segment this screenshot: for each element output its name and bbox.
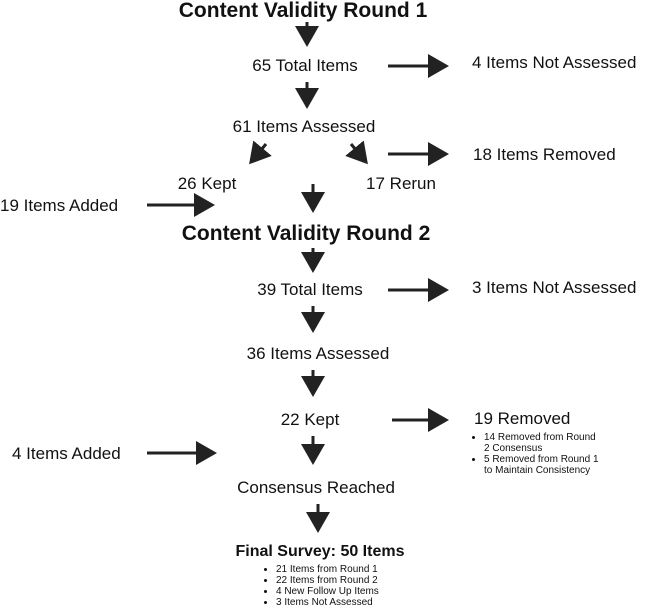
arrow-assessed-to-rerun (345, 140, 368, 165)
round1-total-items: 65 Total Items (252, 56, 358, 75)
round2-items-added: 4 Items Added (12, 444, 121, 463)
final-detail-item: 4 New Follow Up Items (276, 586, 379, 597)
consensus-reached: Consensus Reached (237, 478, 395, 497)
round2-removed-title: 19 Removed (474, 409, 571, 428)
round1-not-assessed: 4 Items Not Assessed (472, 53, 637, 72)
round1-items-removed: 18 Items Removed (473, 145, 616, 164)
round1-items-assessed: 61 Items Assessed (232, 117, 376, 136)
round2-title: Content Validity Round 2 (181, 222, 431, 245)
round1-kept: 26 Kept (177, 174, 237, 193)
round1-title: Content Validity Round 1 (178, 0, 428, 22)
round1-items-added: 19 Items Added (0, 196, 119, 215)
final-detail-item: 3 Items Not Assessed (276, 597, 379, 608)
removed-detail-item: 14 Removed from Round 2 Consensus (484, 432, 604, 454)
final-detail-item: 21 Items from Round 1 (276, 564, 379, 575)
final-detail-item: 22 Items from Round 2 (276, 575, 379, 586)
round2-removed-details: 14 Removed from Round 2 Consensus 5 Remo… (470, 432, 604, 476)
round2-not-assessed: 3 Items Not Assessed (472, 278, 637, 297)
arrow-assessed-to-kept (249, 140, 272, 165)
round2-items-assessed: 36 Items Assessed (246, 344, 390, 363)
round1-rerun: 17 Rerun (366, 174, 436, 193)
final-survey-details: 21 Items from Round 1 22 Items from Roun… (262, 564, 379, 608)
round2-total-items: 39 Total Items (257, 280, 363, 299)
removed-detail-item: 5 Removed from Round 1 to Maintain Consi… (484, 454, 604, 476)
round2-kept: 22 Kept (280, 410, 340, 429)
final-survey-title: Final Survey: 50 Items (235, 543, 405, 560)
